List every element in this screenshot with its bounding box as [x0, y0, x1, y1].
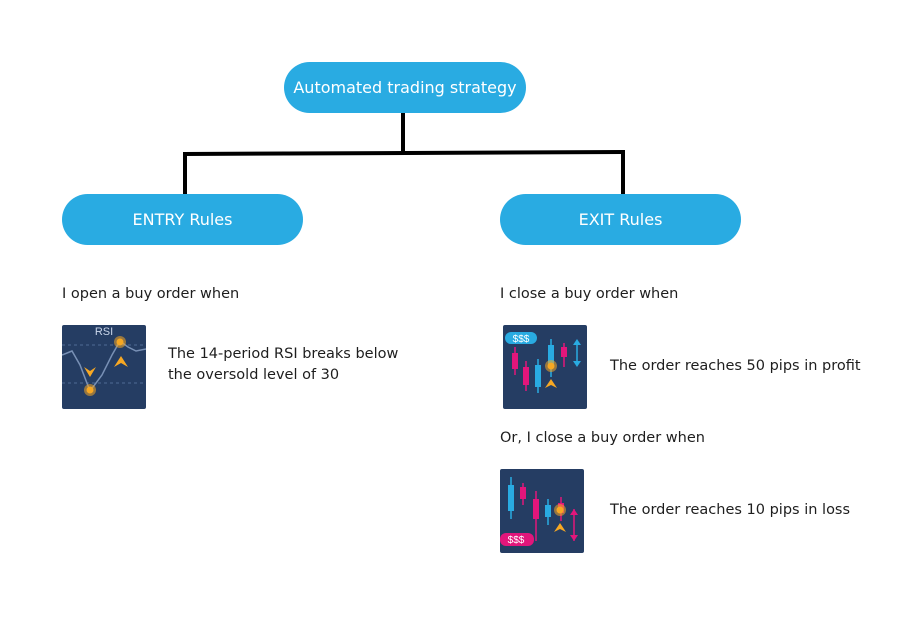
exit-condition-loss-text: The order reaches 10 pips in loss [610, 502, 851, 518]
branch-bar [183, 150, 624, 156]
entry-intro-text: I open a buy order when [62, 286, 240, 302]
root-node: Automated trading strategy [284, 62, 526, 113]
exit-condition-profit-text: The order reaches 50 pips in profit [610, 358, 861, 374]
exit-rules-node: EXIT Rules [500, 194, 741, 245]
entry-rules-node: ENTRY Rules [62, 194, 303, 245]
profit-candles-icon: $$$ [503, 325, 587, 409]
loss-tag: $$$ [508, 535, 525, 546]
root-label: Automated trading strategy [293, 78, 517, 97]
exit-alt-intro-text: Or, I close a buy order when [500, 430, 705, 446]
rsi-chart-icon: RSI [62, 325, 146, 409]
exit-rules-label: EXIT Rules [578, 210, 663, 229]
rsi-title: RSI [95, 326, 113, 338]
entry-rules-label: ENTRY Rules [132, 210, 233, 229]
profit-tag: $$$ [513, 334, 530, 345]
entry-condition-text: The 14-period RSI breaks below the overs… [168, 346, 399, 383]
loss-candles-icon: $$$ [500, 469, 584, 553]
exit-intro-text: I close a buy order when [500, 286, 679, 302]
